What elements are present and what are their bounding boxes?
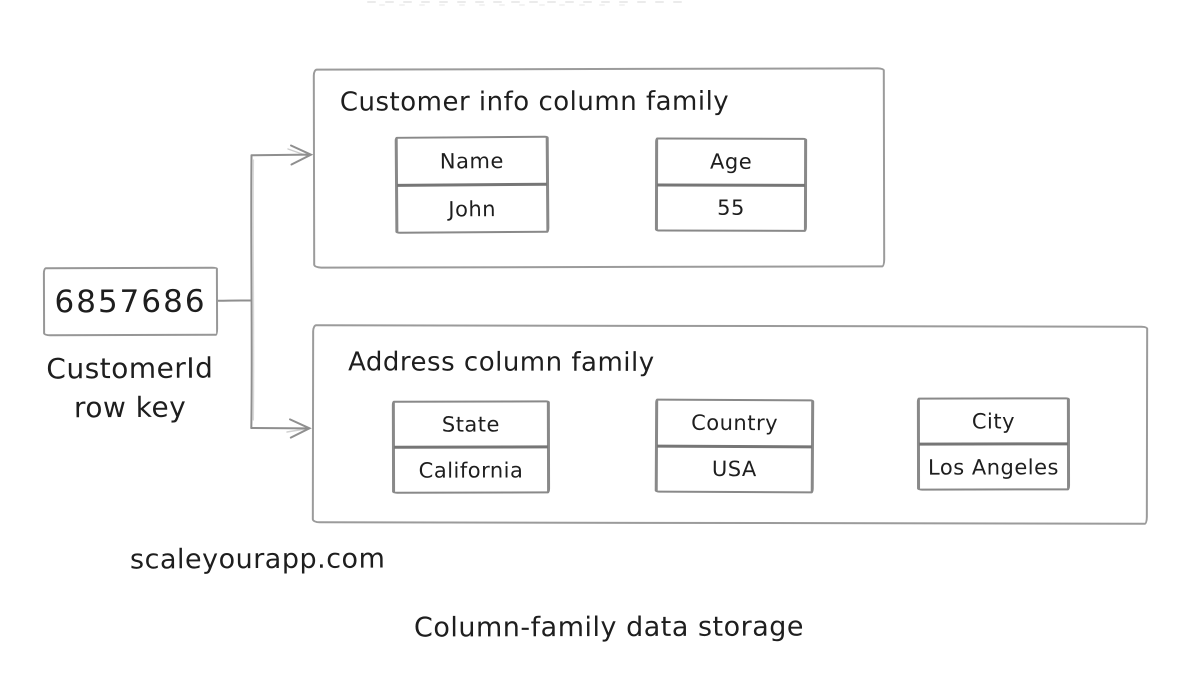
address-family-box: Address column family State California C… bbox=[311, 324, 1149, 525]
customer-info-family-title: Customer info column family bbox=[339, 86, 730, 118]
customer-info-family-box: Customer info column family Name John Ag… bbox=[312, 67, 886, 269]
diagram-caption: Column-family data storage bbox=[413, 611, 805, 644]
watermark-text: scaleyourapp.com bbox=[129, 543, 386, 576]
column-name: Name bbox=[439, 148, 504, 174]
row-key-box: 6857686 bbox=[42, 266, 219, 337]
row-key-label-line1: CustomerId bbox=[46, 351, 214, 386]
column-value: USA bbox=[711, 457, 757, 482]
arrow-to-address bbox=[250, 418, 312, 439]
address-family-title: Address column family bbox=[348, 347, 655, 378]
column-value: Los Angeles bbox=[928, 454, 1059, 480]
column-value: California bbox=[418, 457, 524, 483]
row-key-label-line2: row key bbox=[73, 390, 187, 425]
cropped-top-text-artifact bbox=[367, 1, 689, 6]
column-cell-state: State California bbox=[391, 400, 551, 494]
column-value: John bbox=[448, 196, 497, 221]
column-cell-country: Country USA bbox=[654, 398, 815, 494]
column-name: City bbox=[971, 408, 1016, 433]
row-key-value: 6857686 bbox=[54, 283, 207, 320]
column-name: Country bbox=[691, 410, 779, 435]
row-key-label: CustomerId row key bbox=[25, 348, 235, 427]
column-name: Age bbox=[709, 149, 753, 174]
column-cell-age: Age 55 bbox=[654, 137, 808, 232]
column-value: 55 bbox=[717, 195, 745, 221]
arrow-to-customer-info bbox=[250, 144, 314, 166]
column-cell-name: Name John bbox=[394, 135, 550, 234]
column-name: State bbox=[441, 411, 500, 437]
column-cell-city: City Los Angeles bbox=[916, 397, 1071, 491]
